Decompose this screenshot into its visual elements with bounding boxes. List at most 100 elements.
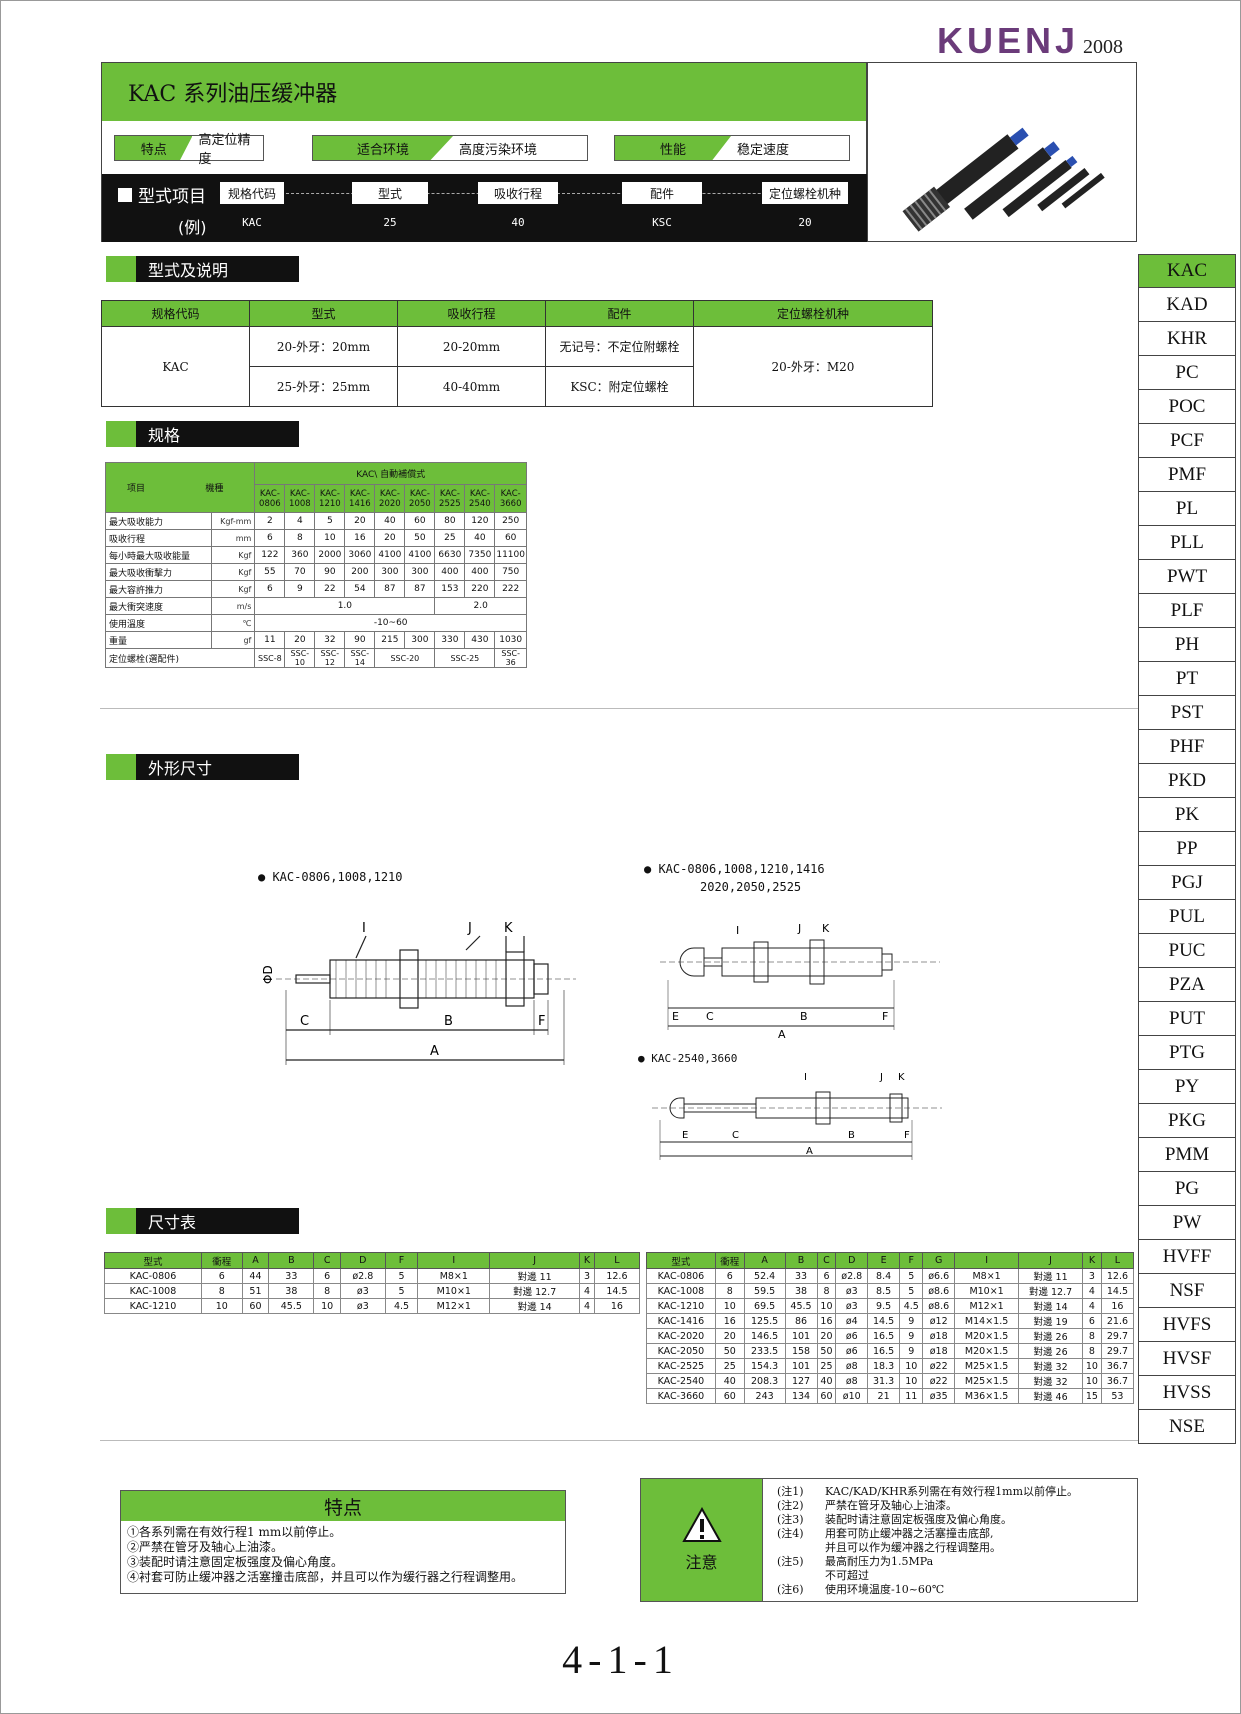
dim-cell: 4.5 <box>899 1298 924 1314</box>
spec-cell: 20 <box>344 512 376 530</box>
dim-cell: 11 <box>899 1388 924 1404</box>
spec-cell: 55 <box>254 563 286 581</box>
dim-cell: 233.5 <box>743 1343 786 1359</box>
spec-model-header: KAC-1210 <box>314 484 346 513</box>
d2-letter-J: J <box>797 922 801 935</box>
dim-cell: 33 <box>784 1268 818 1284</box>
dim-header: A <box>743 1252 786 1269</box>
d2-letter-E: E <box>672 1010 679 1023</box>
spec-cell: 222 <box>494 580 527 598</box>
nav-item-pgj[interactable]: PGJ <box>1138 866 1236 900</box>
dim-cell: 8 <box>714 1283 745 1299</box>
dim-cell: ø3 <box>340 1283 386 1299</box>
nav-item-pg[interactable]: PG <box>1138 1172 1236 1206</box>
spec-cell: 7350 <box>464 546 496 564</box>
dim-cell: ø18 <box>922 1328 956 1344</box>
nav-item-pmf[interactable]: PMF <box>1138 458 1236 492</box>
nav-item-pkg[interactable]: PKG <box>1138 1104 1236 1138</box>
dim-cell: M25×1.5 <box>954 1358 1020 1374</box>
d2-letter-F: F <box>882 1010 888 1023</box>
nav-item-pwt[interactable]: PWT <box>1138 560 1236 594</box>
nav-item-py[interactable]: PY <box>1138 1070 1236 1104</box>
dim-letter-C: C <box>300 1014 309 1029</box>
dim-cell: 6 <box>816 1268 837 1284</box>
nav-item-pc[interactable]: PC <box>1138 356 1236 390</box>
spec-model-header: KAC-2525 <box>434 484 466 513</box>
dim-cell: 29.7 <box>1100 1343 1135 1359</box>
warning-icon <box>681 1507 722 1542</box>
dim-cell: 10 <box>714 1298 745 1314</box>
spec-row-label: 最大吸收能力 <box>105 512 212 530</box>
nav-item-pll[interactable]: PLL <box>1138 526 1236 560</box>
nav-item-pt[interactable]: PT <box>1138 662 1236 696</box>
nav-item-phf[interactable]: PHF <box>1138 730 1236 764</box>
nav-item-pp[interactable]: PP <box>1138 832 1236 866</box>
nav-item-pkd[interactable]: PKD <box>1138 764 1236 798</box>
spec-cell: 60 <box>494 529 527 547</box>
nav-item-nsf[interactable]: NSF <box>1138 1274 1236 1308</box>
diagram2-drawing: E C B F A J K I <box>660 922 940 1040</box>
dim-cell: 10 <box>200 1298 243 1314</box>
dim-cell: M12×1 <box>954 1298 1020 1314</box>
dim-cell: 101 <box>784 1358 818 1374</box>
dim-cell: ø2.8 <box>340 1268 386 1284</box>
dim-cell: 208.3 <box>743 1373 786 1389</box>
nav-item-ptg[interactable]: PTG <box>1138 1036 1236 1070</box>
nav-item-pcf[interactable]: PCF <box>1138 424 1236 458</box>
nav-item-khr[interactable]: KHR <box>1138 322 1236 356</box>
nav-item-plf[interactable]: PLF <box>1138 594 1236 628</box>
spec-cell: 220 <box>464 580 496 598</box>
type-code: KAC <box>101 326 250 407</box>
nav-item-pl[interactable]: PL <box>1138 492 1236 526</box>
dim-cell: ø8 <box>835 1358 869 1374</box>
dim-letter-I: I <box>362 921 366 936</box>
spec-row-label: 每小時最大吸收能量 <box>105 546 212 564</box>
nav-item-pst[interactable]: PST <box>1138 696 1236 730</box>
nav-item-pul[interactable]: PUL <box>1138 900 1236 934</box>
dim-cell: M20×1.5 <box>954 1328 1020 1344</box>
nav-item-poc[interactable]: POC <box>1138 390 1236 424</box>
dim-letter-B: B <box>444 1014 453 1029</box>
spec-cell: 300 <box>404 631 436 649</box>
dim-cell: 8 <box>1081 1328 1102 1344</box>
nav-item-pmm[interactable]: PMM <box>1138 1138 1236 1172</box>
spec-corner: 项目 機種 <box>104 462 256 513</box>
nav-item-hvsf[interactable]: HVSF <box>1138 1342 1236 1376</box>
dim-header: E <box>867 1252 901 1269</box>
dim-cell: ø10 <box>835 1388 869 1404</box>
nav-item-kac[interactable]: KAC <box>1138 254 1236 288</box>
spec-cell: SSC-14 <box>344 648 376 668</box>
nav-item-put[interactable]: PUT <box>1138 1002 1236 1036</box>
nav-item-nse[interactable]: NSE <box>1138 1410 1236 1444</box>
dim-cell: 10 <box>1081 1373 1102 1389</box>
nav-item-hvff[interactable]: HVFF <box>1138 1240 1236 1274</box>
spec-cell: 3060 <box>344 546 376 564</box>
dim-cell: 9 <box>899 1343 924 1359</box>
note-key <box>777 1541 817 1555</box>
nav-item-hvss[interactable]: HVSS <box>1138 1376 1236 1410</box>
spec-cell: SSC-25 <box>434 648 496 668</box>
spec-cell: 50 <box>404 529 436 547</box>
nav-item-kad[interactable]: KAD <box>1138 288 1236 322</box>
note-text: 使用环境温度-10~60℃ <box>825 1583 945 1596</box>
nav-item-pw[interactable]: PW <box>1138 1206 1236 1240</box>
features-title: 特点 <box>121 1491 565 1521</box>
dim-cell: 60 <box>816 1388 837 1404</box>
nav-item-ph[interactable]: PH <box>1138 628 1236 662</box>
nav-item-hvfs[interactable]: HVFS <box>1138 1308 1236 1342</box>
nav-item-pk[interactable]: PK <box>1138 798 1236 832</box>
nav-item-puc[interactable]: PUC <box>1138 934 1236 968</box>
dim-cell: 9 <box>899 1328 924 1344</box>
diagram3-drawing: E C B F A I J K <box>652 1072 942 1160</box>
model-label: 型式项目 <box>118 182 206 207</box>
dim-cell: 對邊 26 <box>1018 1343 1083 1359</box>
dim-cell: 6 <box>313 1268 342 1284</box>
dim-cell: 36.7 <box>1100 1358 1135 1374</box>
nav-item-pza[interactable]: PZA <box>1138 968 1236 1002</box>
spec-cell: SSC-12 <box>314 648 346 668</box>
